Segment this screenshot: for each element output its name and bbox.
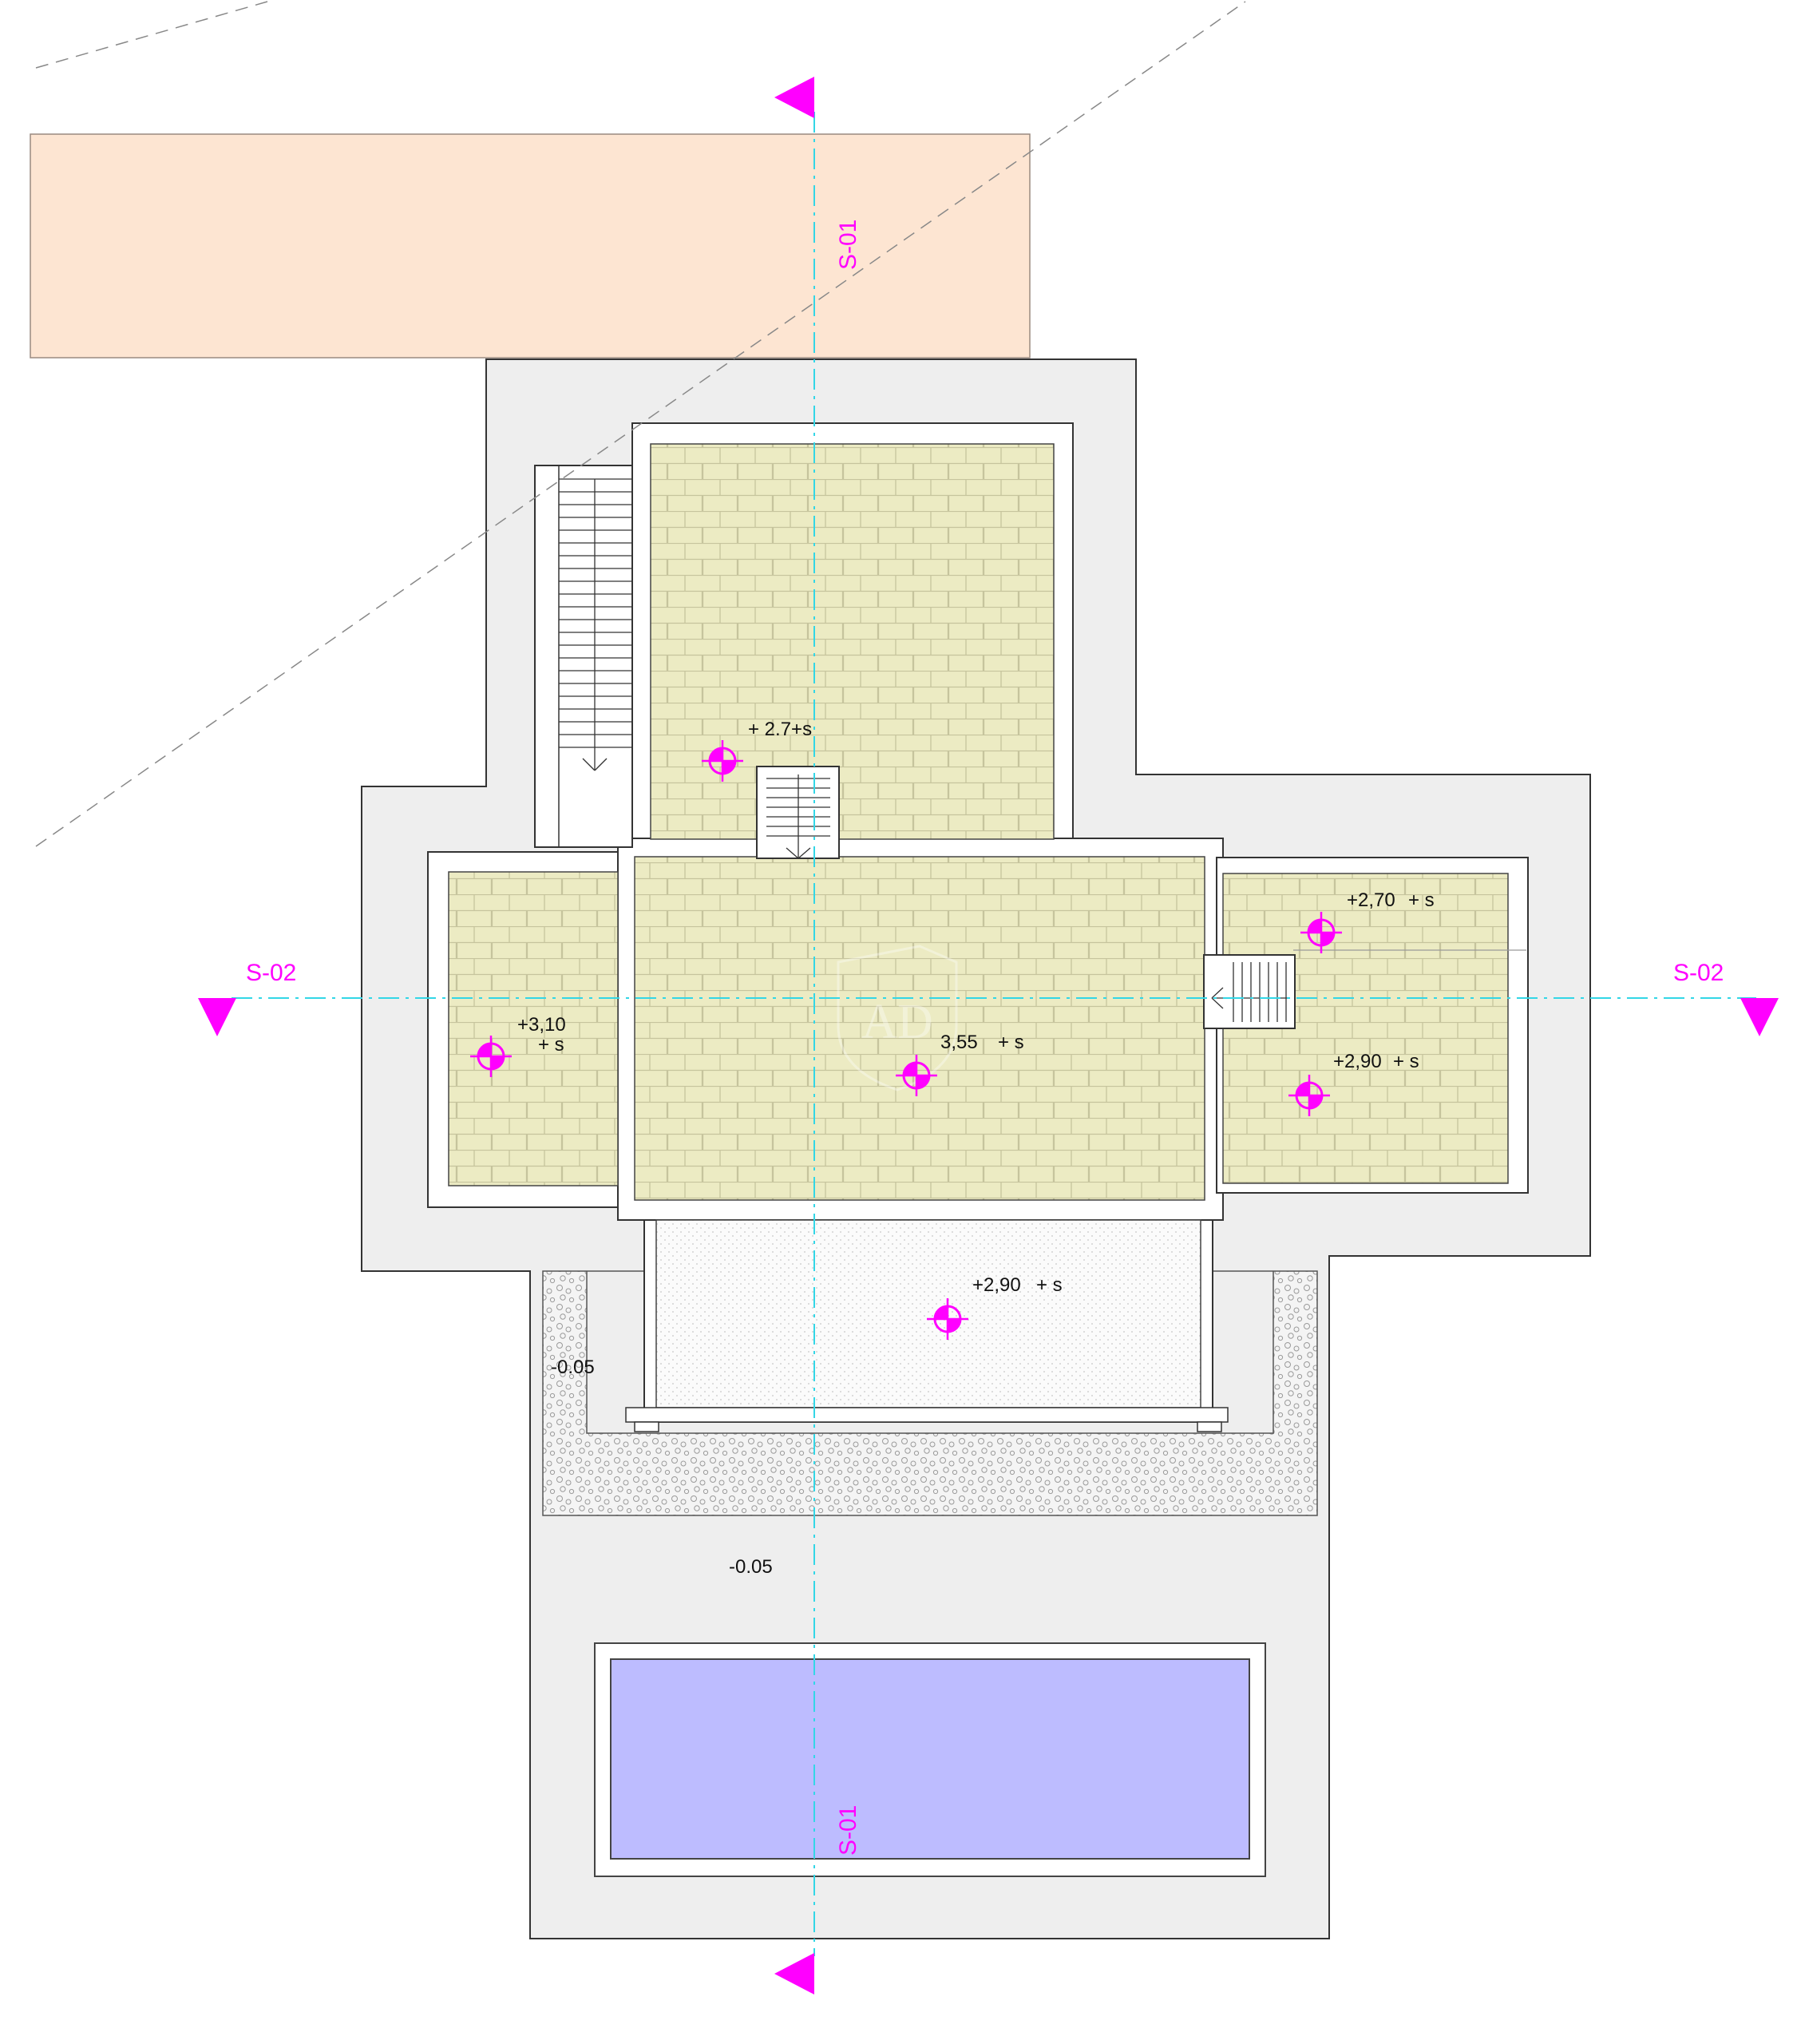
level-east-lower: +2,90: [1333, 1051, 1382, 1072]
level-central-room-suffix: + s: [998, 1032, 1024, 1053]
stair-tread: [1211, 997, 1224, 1009]
svg-text:AD: AD: [861, 995, 933, 1049]
level-west-room-suffix: + s: [538, 1034, 564, 1056]
level-central-room: 3,55: [940, 1032, 978, 1053]
level-porch: +2,90: [972, 1274, 1021, 1296]
s01-bottom-label: S-01: [835, 1805, 861, 1856]
level-east-upper: +2,70: [1347, 889, 1395, 911]
level-upper-terrace: + 2.7+s: [748, 719, 812, 740]
level-gravel-side: -0.05: [551, 1357, 595, 1378]
level-east-lower-suffix: + s: [1393, 1051, 1419, 1072]
s01-bottom-marker-icon[interactable]: [774, 1953, 814, 1994]
west-room-floor: [448, 871, 619, 1186]
watermark-logo: AD: [837, 945, 958, 1091]
s02-left-marker-icon[interactable]: [198, 998, 236, 1036]
stair-tread: [786, 847, 799, 859]
east-stair: [1203, 954, 1296, 1029]
stair-tread: [594, 758, 608, 771]
stair-tread: [798, 847, 811, 859]
stair-tread: [582, 758, 596, 771]
pool-water: [610, 1658, 1250, 1860]
s02-left-label: S-02: [246, 960, 296, 986]
s02-right-label: S-02: [1673, 960, 1724, 986]
level-yard: -0.05: [729, 1556, 773, 1578]
level-east-upper-suffix: + s: [1408, 889, 1435, 911]
stair-tread: [1211, 987, 1224, 999]
level-west-room: +3,10: [517, 1014, 566, 1036]
porch-step: [625, 1407, 1229, 1423]
level-porch-suffix: + s: [1036, 1274, 1063, 1296]
nw-stair: [534, 465, 633, 848]
s02-right-marker-icon[interactable]: [1740, 998, 1779, 1036]
neighbor-lot: [30, 133, 1031, 358]
central-room-floor: [634, 856, 1205, 1201]
porch-floor: [655, 1219, 1201, 1408]
north-terrace-floor: [650, 443, 1055, 840]
s01-top-label: S-01: [835, 220, 861, 270]
s01-top-marker-icon[interactable]: [774, 77, 814, 118]
